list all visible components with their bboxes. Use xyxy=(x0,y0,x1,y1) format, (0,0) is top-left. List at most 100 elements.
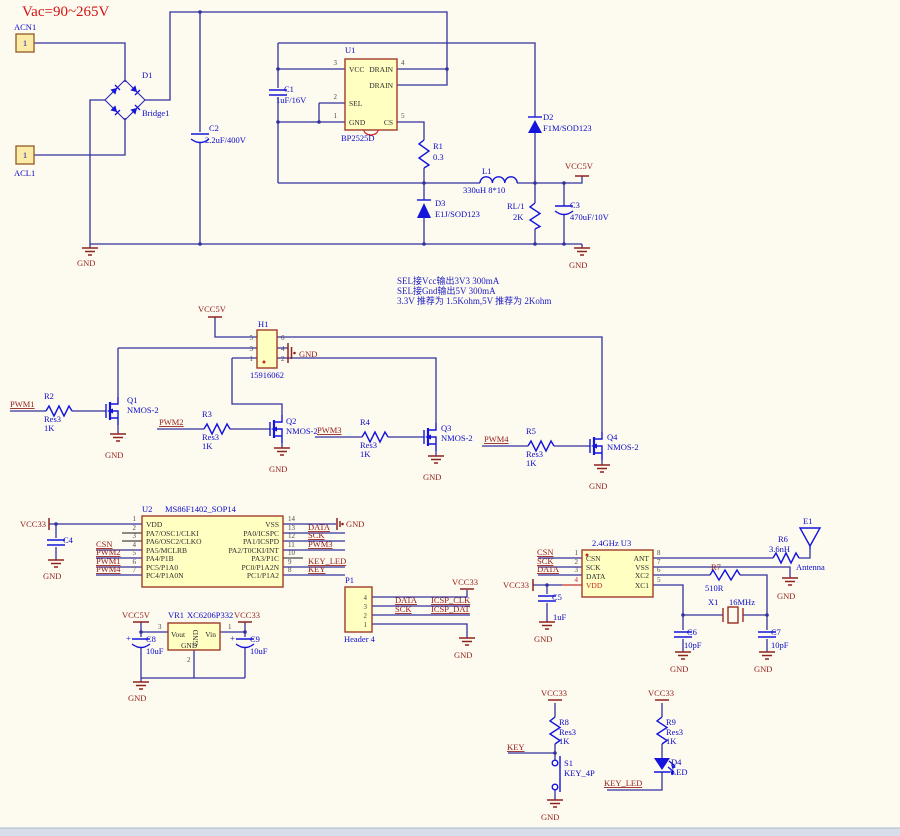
u3-pin-vss: VSS xyxy=(635,563,649,572)
vcc33-u2: VCC33 xyxy=(20,519,46,529)
c3-val: 470uF/10V xyxy=(570,212,610,222)
r7-ref: R7 xyxy=(711,562,721,572)
crystal-x1[interactable] xyxy=(722,606,744,624)
bottom-bar[interactable] xyxy=(0,827,900,836)
r3-val: Res3 xyxy=(202,432,219,442)
wire-layer[interactable] xyxy=(10,11,811,800)
h1-num-6: 6 xyxy=(281,334,285,342)
gnd-s1: GND xyxy=(541,812,559,822)
mosfet-q2[interactable] xyxy=(269,415,283,443)
p1-num-2: 2 xyxy=(364,612,368,620)
u3-num-4: 4 xyxy=(575,576,579,584)
u3-num-1: 1 xyxy=(575,549,579,557)
u2-pin-pa0: PA0/ICSPC xyxy=(243,529,279,538)
inductor-l1[interactable] xyxy=(479,176,518,184)
vcc33-vr1: VCC33 xyxy=(234,610,260,620)
d4-ref: D4 xyxy=(671,757,682,767)
q1-ref: Q1 xyxy=(127,395,137,405)
gnd-q4: GND xyxy=(589,481,607,491)
u3-num-5: 5 xyxy=(657,576,661,584)
c9-ref: C9 xyxy=(250,634,260,644)
u1-num-2: 2 xyxy=(334,93,338,101)
antenna-e1[interactable] xyxy=(798,527,822,549)
p1-num-3: 3 xyxy=(364,603,368,611)
vr1-pin-gnd: GND xyxy=(181,641,198,650)
vcc33-led: VCC33 xyxy=(648,688,674,698)
switch-s1[interactable] xyxy=(551,756,561,792)
vr1-num-3: 3 xyxy=(158,623,162,631)
s1-val: KEY_4P xyxy=(564,768,595,778)
h1-gnd: GND xyxy=(299,349,317,359)
u1-pin-vcc: VCC xyxy=(349,65,364,74)
u3-pin-ant: ANT xyxy=(634,554,650,563)
vac-title: Vac=90~265V xyxy=(22,4,110,20)
gnd-main: GND xyxy=(569,260,587,270)
p1-num-1: 1 xyxy=(364,621,368,629)
u2-num-9: 9 xyxy=(288,558,292,566)
u2-pin-pa2: PA2/T0CKI/INT xyxy=(228,546,279,555)
vcc5v-h1: VCC5V xyxy=(198,304,227,314)
mosfet-q1[interactable] xyxy=(105,397,119,425)
c2-val: 2.2uF/400V xyxy=(205,135,247,145)
r5-val2: 1K xyxy=(526,458,537,468)
diode-d2[interactable] xyxy=(528,116,542,133)
d3-ref: D3 xyxy=(435,198,445,208)
header-h1[interactable] xyxy=(256,329,278,369)
pwm2-net-u2: PWM2 xyxy=(96,547,121,557)
u3-num-3: 3 xyxy=(575,566,579,574)
u2-pin-pa5: PA5/MCLRB xyxy=(146,546,187,555)
resistor-symbols[interactable] xyxy=(45,139,800,745)
u1-pin-gnd: GND xyxy=(349,118,366,127)
r4-val2: 1K xyxy=(360,449,371,459)
ic-u3[interactable] xyxy=(581,549,654,598)
bridge-rectifier-d1[interactable] xyxy=(104,79,146,121)
header-p1[interactable] xyxy=(344,586,373,633)
h1-num-1: 1 xyxy=(250,355,254,363)
p1-val: Header 4 xyxy=(344,634,376,644)
u2-num-7: 7 xyxy=(133,566,137,574)
u3-num-8: 8 xyxy=(657,549,661,557)
c3-ref: C3 xyxy=(570,200,580,210)
regulator-vr1[interactable] xyxy=(167,622,221,651)
u2-num-12: 12 xyxy=(288,532,296,540)
gnd-u2: GND xyxy=(346,519,364,529)
capacitor-symbols[interactable] xyxy=(47,89,776,649)
u2-num-2: 2 xyxy=(133,524,137,532)
r5-val: Res3 xyxy=(526,449,543,459)
r5-ref: R5 xyxy=(526,426,536,436)
r6-ref: R6 xyxy=(778,534,788,544)
data-net-p1: DATA xyxy=(395,595,418,605)
port-acn1[interactable] xyxy=(15,33,35,53)
gnd-c6: GND xyxy=(670,664,688,674)
ic-u1[interactable] xyxy=(344,58,398,136)
acn1-pin-number: 1 xyxy=(23,38,27,48)
ic-u2[interactable] xyxy=(141,515,284,588)
gnd-c4: GND xyxy=(43,571,61,581)
led-d4[interactable] xyxy=(654,758,676,775)
c8-val: 10uF xyxy=(146,646,164,656)
u2-pin-pa7: PA7/OSC1/CLKI xyxy=(146,529,199,538)
acl1-pin-number: 1 xyxy=(23,150,27,160)
mosfet-q3[interactable] xyxy=(423,423,437,451)
u2-pin-pa1: PA1/ICSPD xyxy=(243,537,280,546)
r1-val: 0.3 xyxy=(433,152,444,162)
port-acl1[interactable] xyxy=(15,145,35,165)
d2-ref: D2 xyxy=(543,112,553,122)
q2-val: NMOS-2 xyxy=(286,426,318,436)
gnd-q2: GND xyxy=(269,464,287,474)
u2-pin-pc4: PC4/P1A0N xyxy=(146,571,184,580)
vcc33-p1: VCC33 xyxy=(452,577,478,587)
labels-layer: Vac=90~265VACN11ACL11D1Bridge1C22.2uF/40… xyxy=(10,4,825,822)
vr1-ref: VR1 xyxy=(168,610,184,620)
r2-val2: 1K xyxy=(44,423,55,433)
u1-ref: U1 xyxy=(345,45,355,55)
u1-num-1: 1 xyxy=(334,112,338,120)
u2-pin-pc5: PC5/P1A0 xyxy=(146,563,178,572)
rl1-val: 2K xyxy=(513,212,524,222)
r2-ref: R2 xyxy=(44,391,54,401)
diode-d3[interactable] xyxy=(417,199,431,218)
pwm1-net: PWM1 xyxy=(10,399,35,409)
mosfet-q4[interactable] xyxy=(589,432,603,460)
u2-pin-pa4: PA4/P1B xyxy=(146,554,174,563)
